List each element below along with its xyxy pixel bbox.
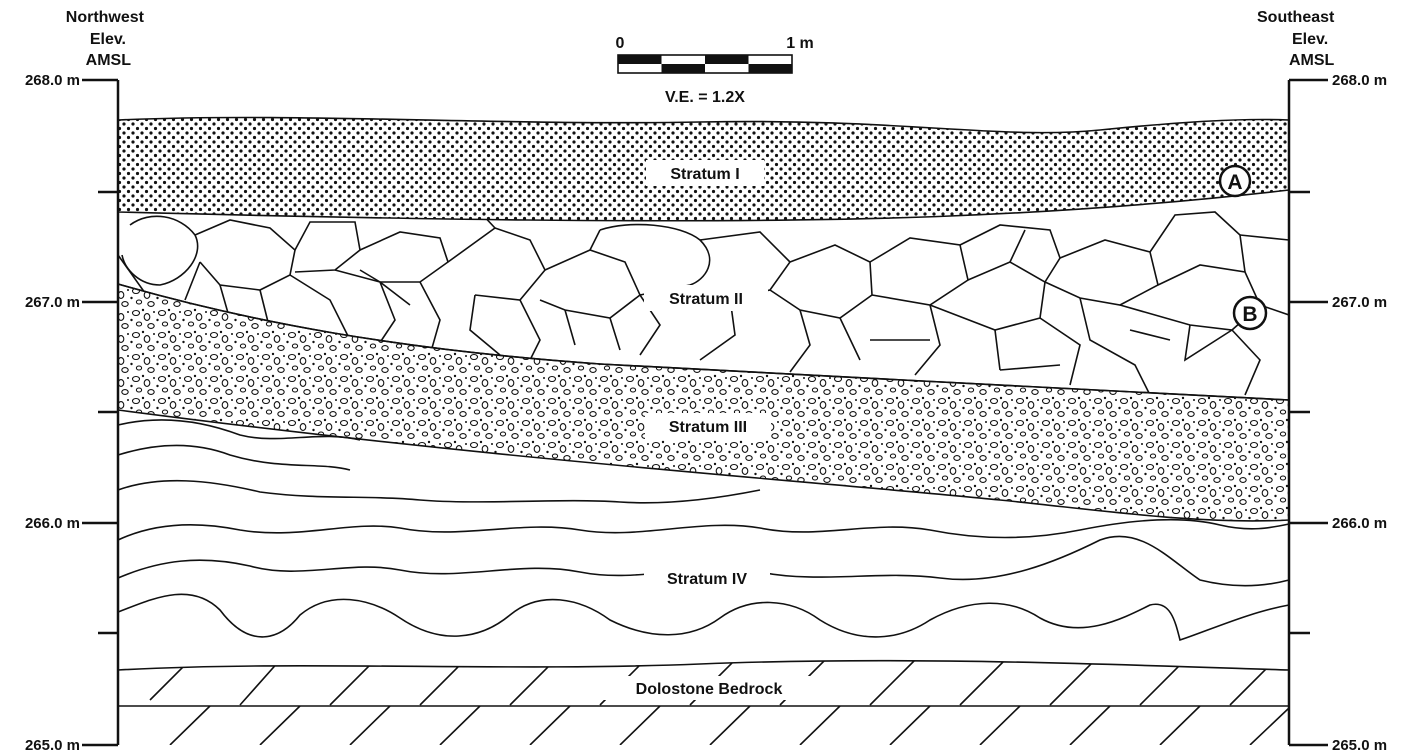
scale-bar: 0 1 m V.E. = 1.2X xyxy=(616,35,814,106)
stratum-ii-label: Stratum II xyxy=(669,291,743,308)
southeast-label: Southeast xyxy=(1257,9,1335,26)
bedrock-label: Dolostone Bedrock xyxy=(636,681,783,698)
scale-start-label: 0 xyxy=(616,35,625,52)
right-amsl-label: AMSL xyxy=(1289,52,1335,69)
left-elev-265: 265.0 m xyxy=(25,737,80,753)
right-elev-265: 265.0 m xyxy=(1332,737,1387,753)
left-elev-268: 268.0 m xyxy=(25,72,80,89)
stratum-iii-label: Stratum III xyxy=(669,419,747,436)
marker-a: A xyxy=(1218,164,1252,198)
right-elevation-axis: 268.0 m 267.0 m 266.0 m 265.0 m xyxy=(1287,72,1387,753)
stratum-i: Stratum I xyxy=(117,116,1290,222)
stratum-iii: Stratum III xyxy=(117,282,1290,522)
right-elev-268: 268.0 m xyxy=(1332,72,1387,89)
left-elevation-axis: 268.0 m 267.0 m 266.0 m 265.0 m xyxy=(25,72,120,753)
stratum-i-label: Stratum I xyxy=(670,166,739,183)
left-elev-267: 267.0 m xyxy=(25,294,80,311)
marker-b-label: B xyxy=(1242,303,1257,326)
dolostone-bedrock: Dolostone Bedrock xyxy=(118,660,1289,745)
right-elev-266: 266.0 m xyxy=(1332,515,1387,532)
vertical-exaggeration-label: V.E. = 1.2X xyxy=(665,89,745,106)
northwest-header: Northwest Elev. AMSL xyxy=(66,9,145,69)
northwest-label: Northwest xyxy=(66,9,145,26)
scale-end-label: 1 m xyxy=(786,35,814,52)
stratum-iv-label: Stratum IV xyxy=(667,571,747,588)
southeast-header: Southeast Elev. AMSL xyxy=(1257,9,1335,69)
right-elev-267: 267.0 m xyxy=(1332,294,1387,311)
right-elev-label: Elev. xyxy=(1292,31,1328,48)
stratum-iv: Stratum IV xyxy=(117,419,1290,671)
left-elev-266: 266.0 m xyxy=(25,515,80,532)
marker-b: B xyxy=(1232,295,1268,331)
left-amsl-label: AMSL xyxy=(86,52,132,69)
left-elev-label: Elev. xyxy=(90,31,126,48)
marker-a-label: A xyxy=(1227,171,1242,194)
